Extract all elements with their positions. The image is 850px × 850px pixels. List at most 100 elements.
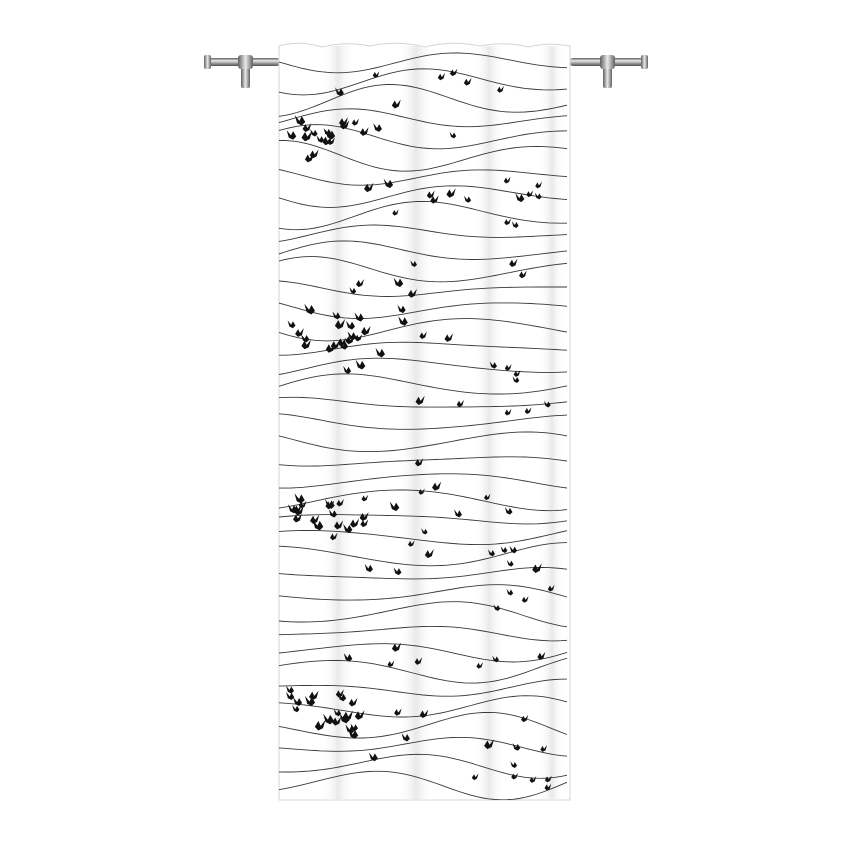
bird-silhouette xyxy=(389,501,400,512)
bird-silhouette xyxy=(314,719,326,731)
bird-silhouette xyxy=(484,739,494,750)
wire-line xyxy=(279,473,568,489)
bird-silhouette xyxy=(419,331,427,339)
rod-left-bracket xyxy=(241,66,250,88)
wire-line xyxy=(279,224,568,242)
bird-silhouette xyxy=(304,303,315,315)
bird-silhouette xyxy=(492,655,499,663)
bird-silhouette xyxy=(354,710,365,720)
bird-silhouette xyxy=(335,689,344,698)
bird-silhouette xyxy=(497,85,504,93)
bird-silhouette xyxy=(332,311,341,320)
wire-line xyxy=(279,256,568,283)
bird-silhouette xyxy=(489,361,497,369)
bird-silhouette xyxy=(484,493,491,501)
bird-silhouette xyxy=(421,528,428,535)
bird-silhouette xyxy=(350,518,360,528)
bird-silhouette xyxy=(372,71,380,78)
bird-silhouette xyxy=(293,696,303,707)
bird-silhouette xyxy=(359,127,369,136)
bird-silhouette xyxy=(351,118,359,126)
bird-silhouette xyxy=(463,77,472,86)
bird-silhouette xyxy=(373,123,382,132)
wire-pattern xyxy=(279,52,568,800)
bird-silhouette xyxy=(345,724,355,734)
bird-silhouette xyxy=(398,316,408,326)
bird-silhouette xyxy=(309,149,319,159)
bird-silhouette xyxy=(325,499,335,509)
bird-silhouette xyxy=(524,407,532,415)
fabric-folds xyxy=(279,46,568,800)
bird-silhouette xyxy=(509,258,518,268)
bird-silhouette xyxy=(285,685,294,694)
bird-silhouette xyxy=(506,559,514,567)
bird-silhouette xyxy=(354,312,364,322)
bird-silhouette xyxy=(415,395,425,405)
bird-silhouette xyxy=(424,549,434,559)
bird-silhouette xyxy=(540,745,548,752)
bird-silhouette xyxy=(287,320,296,329)
wire-line xyxy=(279,567,568,580)
wire-line xyxy=(279,357,568,375)
bird-silhouette xyxy=(334,520,344,530)
wire-line xyxy=(279,240,568,260)
bird-silhouette xyxy=(345,335,355,345)
wire-line xyxy=(279,625,568,642)
bird-silhouette xyxy=(487,549,495,557)
bird-silhouette xyxy=(449,131,457,139)
bird-silhouette xyxy=(334,319,346,330)
wire-line xyxy=(279,413,568,430)
wire-line xyxy=(279,643,568,663)
bird-silhouette xyxy=(356,279,365,288)
wire-line xyxy=(279,201,567,231)
bird-silhouette xyxy=(359,511,369,522)
bird-silhouette xyxy=(304,695,316,706)
bird-silhouette xyxy=(375,347,385,358)
bird-silhouette xyxy=(512,743,521,751)
bird-silhouette xyxy=(312,519,324,531)
fold-shadow xyxy=(398,46,434,800)
wire-line xyxy=(279,657,568,684)
bird-silhouette xyxy=(292,704,300,713)
bird-silhouette xyxy=(330,532,338,541)
bird-silhouette xyxy=(504,218,511,226)
wire-line xyxy=(279,530,568,546)
bird-silhouette xyxy=(415,458,424,467)
rod-right-finial xyxy=(641,55,648,69)
bird-silhouette xyxy=(410,260,417,268)
bird-silhouette xyxy=(512,376,520,384)
bird-silhouette xyxy=(449,68,458,77)
wire-line xyxy=(279,185,568,208)
bird-silhouette xyxy=(526,190,534,198)
wire-line xyxy=(279,770,568,800)
bird-silhouette xyxy=(336,498,344,507)
bird-silhouette xyxy=(333,708,342,717)
bird-silhouette xyxy=(293,513,302,523)
bird-silhouette xyxy=(446,188,456,198)
bird-silhouette xyxy=(511,772,518,780)
bird-silhouette xyxy=(547,584,555,592)
bird-silhouette xyxy=(408,540,415,547)
bird-silhouette xyxy=(537,651,546,660)
bird-silhouette xyxy=(349,287,357,294)
wire-line xyxy=(279,318,568,342)
bird-silhouette xyxy=(322,135,332,146)
bird-silhouette xyxy=(454,509,462,518)
bird-silhouette xyxy=(361,494,369,502)
wire-line xyxy=(279,280,567,297)
bird-silhouette xyxy=(354,333,363,342)
bird-silhouette xyxy=(503,176,511,184)
bird-silhouette xyxy=(355,359,366,370)
bird-silhouette xyxy=(471,773,479,781)
bird-silhouette xyxy=(401,733,410,742)
bird-silhouette xyxy=(361,325,371,336)
bird-silhouette xyxy=(325,343,336,353)
bird-silhouette xyxy=(521,714,529,723)
bird-silhouette xyxy=(347,331,357,341)
bird-silhouette xyxy=(335,87,344,97)
bird-pattern xyxy=(285,68,555,791)
bird-silhouette xyxy=(323,128,332,136)
wire-line xyxy=(279,431,568,453)
